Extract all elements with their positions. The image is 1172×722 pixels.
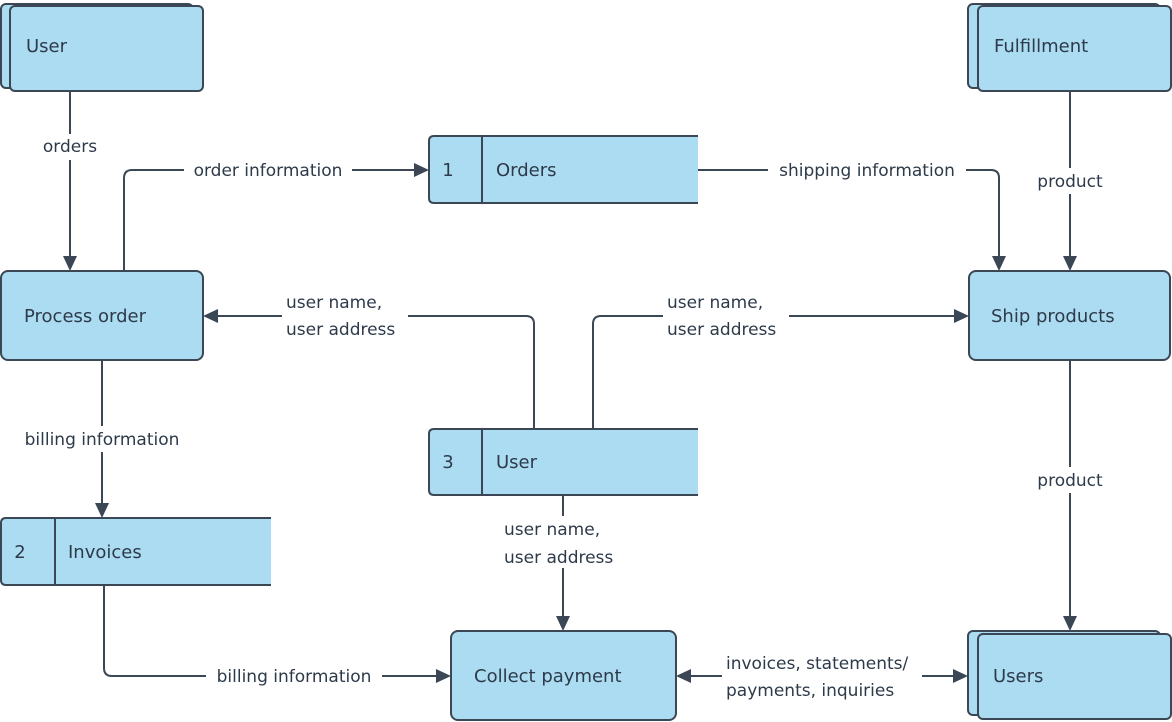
flow-billing-information-bottom: billing information	[103, 585, 451, 689]
flow-user-to-collect-payment: user name, user address	[500, 496, 626, 631]
flow-label-invoices-line1: invoices, statements/	[726, 654, 909, 674]
process-collect-payment-label: Collect payment	[474, 666, 622, 687]
process-process-order-label: Process order	[24, 306, 147, 327]
flow-label-user-to-ship-line2: user address	[667, 320, 776, 340]
process-ship-products: Ship products	[968, 270, 1171, 361]
flow-label-product-bottom: product	[1037, 471, 1103, 491]
process-process-order: Process order	[0, 270, 204, 361]
datastore-invoices: 2 Invoices	[0, 517, 271, 586]
flow-label-order-information: order information	[194, 161, 343, 181]
datastore-user: 3 User	[428, 428, 698, 496]
flow-billing-information-top: billing information	[12, 360, 192, 518]
datastore-orders: 1 Orders	[428, 135, 698, 204]
datastore-invoices-id: 2	[14, 542, 25, 563]
flow-label-product-top: product	[1037, 172, 1103, 192]
flow-label-orders: orders	[43, 137, 97, 157]
datastore-orders-id: 1	[442, 160, 453, 181]
flow-user-to-process-order: user name, user address	[203, 289, 535, 429]
datastore-user-label: User	[496, 452, 538, 473]
flow-shipping-information: shipping information	[698, 157, 1006, 271]
flow-label-user-to-collect-line2: user address	[504, 548, 613, 568]
entity-user-label: User	[26, 36, 68, 57]
flow-product-bottom: product	[1030, 360, 1110, 631]
flow-invoices-payments: invoices, statements/ payments, inquirie…	[676, 650, 968, 702]
entity-users-label: Users	[993, 666, 1043, 687]
flow-label-invoices-line2: payments, inquiries	[726, 681, 894, 701]
process-ship-products-label: Ship products	[991, 306, 1115, 327]
flow-label-user-to-process-line2: user address	[286, 320, 395, 340]
flow-label-user-to-collect-line1: user name,	[504, 520, 600, 540]
entity-fulfillment-label: Fulfillment	[994, 36, 1088, 57]
process-collect-payment: Collect payment	[450, 630, 677, 721]
flow-label-billing-information-bottom: billing information	[217, 667, 372, 687]
flow-product-top: product	[1030, 92, 1110, 271]
entity-user: User	[0, 3, 204, 92]
flow-label-user-to-process-line1: user name,	[286, 293, 382, 313]
entity-users: Users	[967, 630, 1172, 720]
datastore-user-id: 3	[442, 452, 453, 473]
flow-label-billing-information-top: billing information	[25, 430, 180, 450]
datastore-invoices-label: Invoices	[68, 542, 142, 563]
flow-orders: orders	[36, 92, 104, 271]
entity-fulfillment: Fulfillment	[967, 3, 1172, 92]
datastore-orders-label: Orders	[496, 160, 557, 181]
flow-order-information: order information	[123, 157, 429, 270]
flow-label-shipping-information: shipping information	[779, 161, 955, 181]
flow-user-to-ship-products: user name, user address	[592, 289, 969, 429]
flow-label-user-to-ship-line1: user name,	[667, 293, 763, 313]
